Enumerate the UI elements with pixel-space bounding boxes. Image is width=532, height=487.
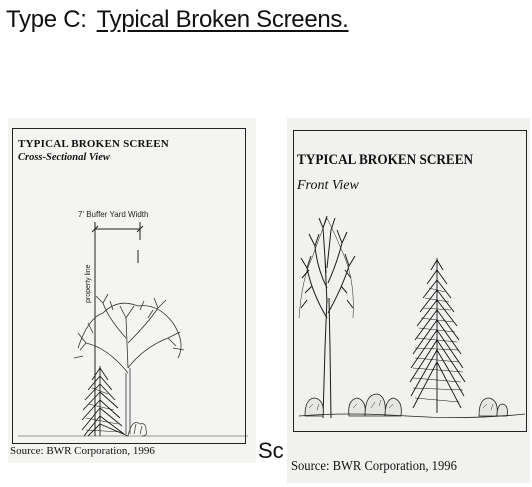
ground-line — [298, 413, 526, 418]
bare-tree — [298, 215, 356, 419]
figure-frame — [12, 128, 246, 444]
heading-prefix: Type C: — [6, 6, 87, 33]
figure-source: Source: BWR Corporation, 1996 — [291, 459, 457, 474]
figure-subtitle: Front View — [297, 178, 359, 193]
property-line-label: property line — [85, 264, 92, 303]
shrub-group — [304, 393, 508, 417]
front-view-drawing — [298, 215, 526, 419]
buffer-dimension — [91, 222, 144, 263]
stray-text: Sc — [258, 438, 284, 463]
evergreen-tree — [81, 366, 129, 437]
cross-section-drawing: 7' Buffer Yard Width property line — [18, 210, 248, 437]
figure-title: TYPICAL BROKEN SCREEN — [18, 138, 169, 150]
figure-subtitle: Cross-Sectional View — [18, 152, 110, 163]
deciduous-tree — [73, 293, 185, 434]
heading-title: Typical Broken Screens. — [96, 6, 349, 33]
buffer-width-label: 7' Buffer Yard Width — [78, 210, 148, 219]
shrub-texture — [308, 399, 494, 411]
figure-title: TYPICAL BROKEN SCREEN — [297, 152, 474, 168]
figure-frame — [293, 130, 527, 432]
cross-section-figure: TYPICAL BROKEN SCREEN Cross-Sectional Vi… — [8, 118, 256, 463]
figure-source: Source: BWR Corporation, 1996 — [10, 445, 155, 457]
page-heading: Type C: Typical Broken Screens. — [6, 6, 349, 34]
small-shrub — [127, 422, 147, 437]
front-view-figure: TYPICAL BROKEN SCREEN Front View — [287, 118, 530, 483]
conifer-tree — [409, 258, 466, 413]
